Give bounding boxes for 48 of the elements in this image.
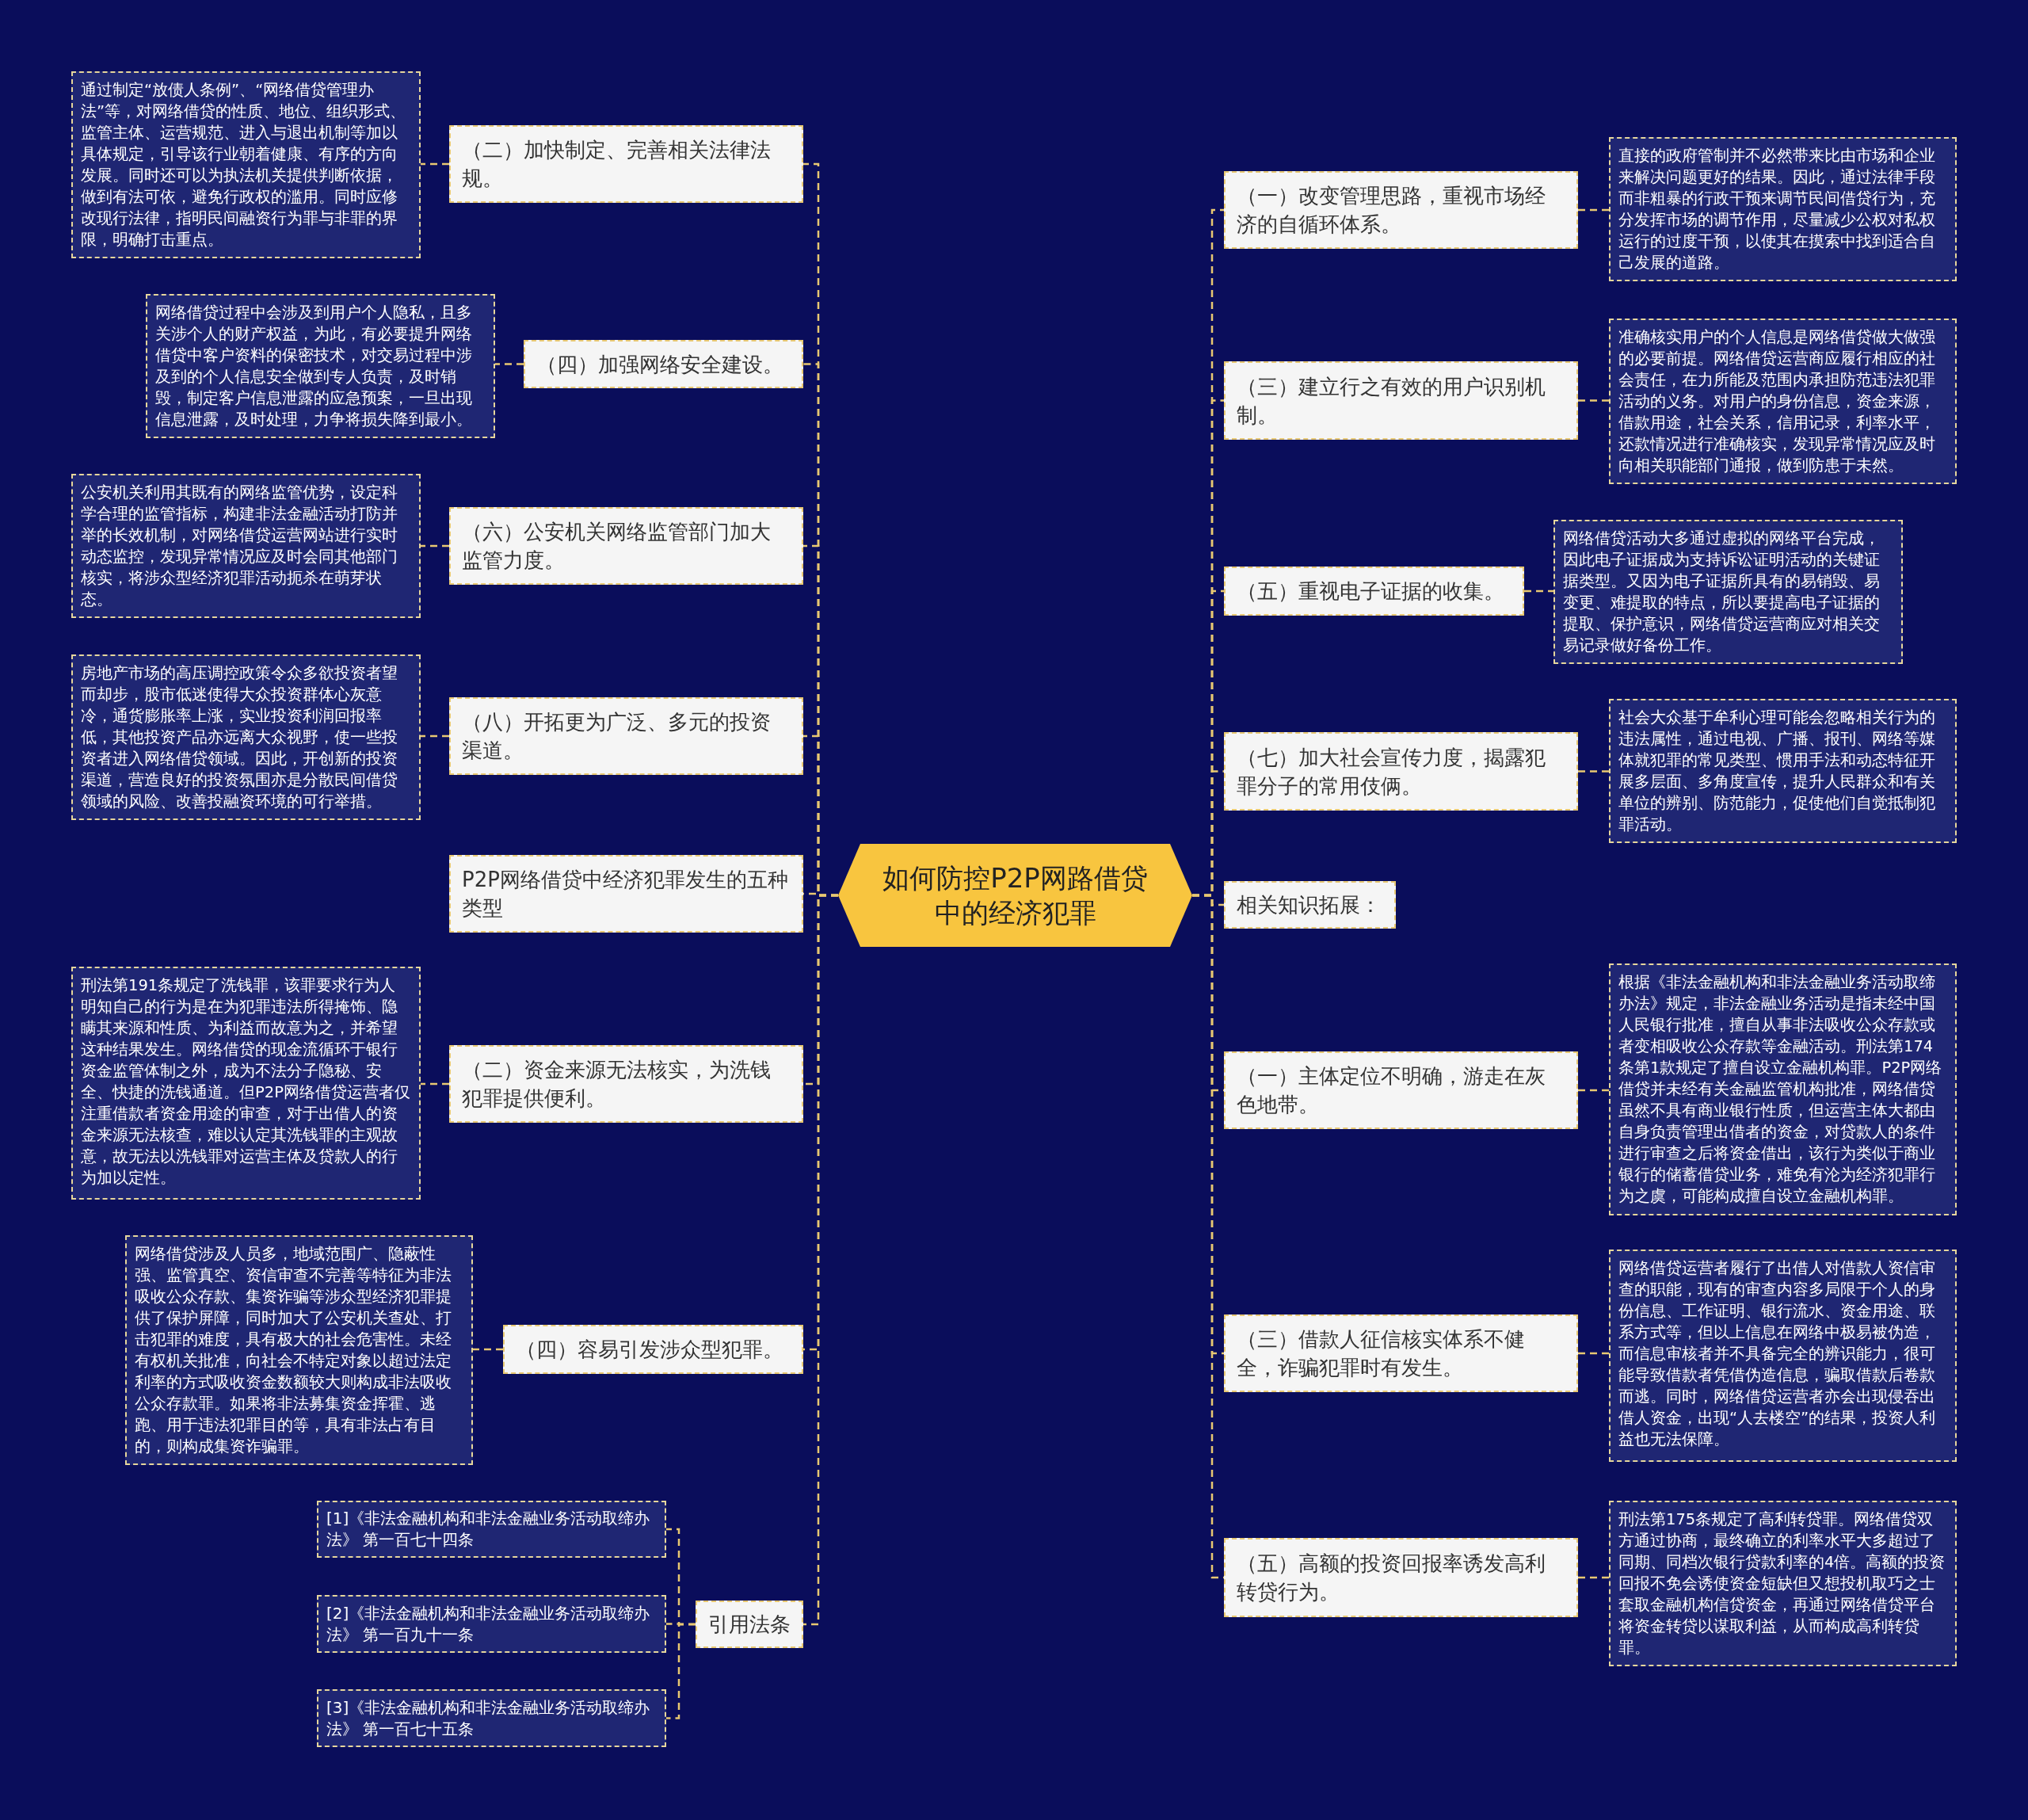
connector-line (803, 894, 838, 1626)
topic-box: P2P网络借贷中经济犯罪发生的五种类型 (449, 855, 803, 933)
topic-box: （二）资金来源无法核实，为洗钱犯罪提供便利。 (449, 1045, 803, 1123)
note-box: 社会大众基于牟利心理可能会忽略相关行为的违法属性，通过电视、广播、报刊、网络等媒体就犯罪的常见类型、惯用手法和动态特征开展多层面、多角度宣传，提升人民群众和有关单位的辨别、防范能力，促使他们自觉抵制犯罪活动。 (1609, 699, 1957, 843)
topic-box: （八）开拓更为广泛、多元的投资渠道。 (449, 697, 803, 775)
connector-line (1578, 208, 1609, 212)
connector-line (1578, 1576, 1609, 1579)
note-box: 网络借贷过程中会涉及到用户个人隐私，且多关涉个人的财产权益，为此，有必要提升网络借贷中客户资料的保密技术，对交易过程中涉及到的个人信息安全做到专人负责，及时销毁，制定客户信息泄露的应急预案，一旦出现信息泄露，及时处理，力争将损失降到最小。 (146, 294, 495, 438)
reference-box: [3]《非法金融机构和非法金融业务活动取缔办法》 第一百七十五条 (317, 1689, 666, 1747)
connector-line (1578, 399, 1609, 402)
topic-box: （五）高额的投资回报率诱发高利转贷行为。 (1224, 1538, 1578, 1617)
note-box: 刑法第175条规定了高利转贷罪。网络借贷双方通过协商，最终确立的利率水平大多超过了同期、同档次银行贷款利率的4倍。高额的投资回报不免会诱使资金短缺但又想投机取巧之士套取金融机构信贷资金，再通过网络借贷平台将资金转贷以谋取利益，从而构成高利转贷罪。 (1609, 1501, 1957, 1666)
connector-line (1578, 1089, 1609, 1092)
connector-line (421, 162, 449, 166)
reference-box: [1]《非法金融机构和非法金融业务活动取缔办法》 第一百七十四条 (317, 1501, 666, 1558)
note-box: 直接的政府管制并不必然带来比由市场和企业来解决问题更好的结果。因此，通过法律手段而非粗暴的行政干预来调节民间借贷行为，充分发挥市场的调节作用，尽量减少公权对私权运行的过度干预，以使其在摸索中找到适合自己发展的道路。 (1609, 137, 1957, 281)
connector-line (421, 544, 449, 548)
topic-box: （六）公安机关网络监管部门加大监管力度。 (449, 507, 803, 585)
topic-box: （四）容易引发涉众型犯罪。 (503, 1325, 803, 1374)
note-box: 准确核实用户的个人信息是网络借贷做大做强的必要前提。网络借贷运营商应履行相应的社会责任，在力所能及范围内承担防范违法犯罪活动的义务。对用户的身份信息，资金来源，借款用途，社会关系，信用记录，利率水平，还款情况进行准确核实，发现异常情况应及时向相关职能部门通报，做到防患于未然。 (1609, 319, 1957, 484)
connector-line (666, 1623, 696, 1719)
topic-box: （三）建立行之有效的用户识别机制。 (1224, 361, 1578, 440)
topic-hexagon: 如何防控P2P网路借贷中的经济犯罪 (838, 844, 1192, 947)
topic-box: （五）重视电子证据的收集。 (1224, 567, 1524, 616)
note-box: 公安机关利用其既有的网络监管优势，设定科学合理的监管指标，构建非法金融活动打防并举的长效机制，对网络借贷运营网站进行实时动态监控，发现异常情况应及时会同其他部门核实，将涉众型经济犯罪活动扼杀在萌芽状态。 (71, 474, 421, 618)
topic-box: （七）加大社会宣传力度，揭露犯罪分子的常用伎俩。 (1224, 732, 1578, 811)
connector-line (421, 1082, 449, 1086)
topic-box: （三）借款人征信核实体系不健全，诈骗犯罪时有发生。 (1224, 1314, 1578, 1392)
connector-line (1578, 1352, 1609, 1355)
note-box: 根据《非法金融机构和非法金融业务活动取缔办法》规定，非法金融业务活动是指未经中国人民银行批准，擅自从事非法吸收公众存款或者变相吸收公众存款等金融活动。刑法第174条第1款规定了擅自设立金融机构罪。P2P网络借贷并未经有关金融监管机构批准，网络借贷虽然不具有商业银行性质，但运营主体大都由自身负责管理出借者的资金，对贷款人的条件进行审查之后将资金借出，该行为类似于商业银行的储蓄借贷业务，难免有沦为经济犯罪行为之虞，可能构成擅自设立金融机构罪。 (1609, 963, 1957, 1215)
note-box: 通过制定“放债人条例”、“网络借贷管理办法”等，对网络借贷的性质、地位、组织形式、监管主体、运营规范、进入与退出机制等加以具体规定，引导该行业朝着健康、有序的方向发展。同时还可以为执法机关提供判断依据，做到有法可依，避免行政权的滥用。同时应修改现行法律，指明民间融资行为罪与非罪的界限，明确打击重点。 (71, 71, 421, 258)
note-box: 网络借贷涉及人员多，地域范围广、隐蔽性强、监管真空、资信审查不完善等特征为非法吸收公众存款、集资诈骗等涉众型经济犯罪提供了保护屏障，同时加大了公安机关查处、打击犯罪的难度，具有极大的社会危害性。未经有权机关批准，向社会不特定对象以超过法定利率的方式吸收资金数额较大则构成非法吸收公众存款罪。如果将非法募集资金挥霍、逃跑、用于违法犯罪目的等，具有非法占有目的，则构成集资诈骗罪。 (125, 1235, 473, 1465)
reference-box: [2]《非法金融机构和非法金融业务活动取缔办法》 第一百九十一条 (317, 1595, 666, 1653)
connector-line (421, 734, 449, 738)
connector-line (1578, 770, 1609, 773)
topic-box: （四）加强网络安全建设。 (524, 340, 803, 388)
note-box: 刑法第191条规定了洗钱罪，该罪要求行为人明知自己的行为是在为犯罪违法所得掩饰、隐瞒其来源和性质、为利益而故意为之，并希望这种结果发生。网络借贷的现金流循环于银行资金监管体制之外，成为不法分子隐秘、安全、快捷的洗钱通道。但P2P网络借贷运营者仅注重借款者资金用途的审查，对于出借人的资金来源无法核查，难以认定其洗钱罪的主观故意，故无法以洗钱罪对运营主体及贷款人的行为加以定性。 (71, 967, 421, 1200)
note-box: 房地产市场的高压调控政策令众多欲投资者望而却步，股市低迷使得大众投资群体心灰意冷，通货膨胀率上涨，实业投资利润回报率低，其他投资产品亦远离大众视野，使一些投资者进入网络借贷领域。因此，开创新的投资渠道，营造良好的投资氛围亦是分散民间借贷领域的风险、改善投融资环境的可行举措。 (71, 654, 421, 820)
topic-box: （一）主体定位不明确，游走在灰色地带。 (1224, 1051, 1578, 1129)
connector-line (473, 1348, 503, 1351)
note-box: 网络借贷活动大多通过虚拟的网络平台完成，因此电子证据成为支持诉讼证明活动的关键证据类型。又因为电子证据所具有的易销毁、易变更、难提取的特点，所以要提高电子证据的提取、保护意识，网络借贷运营商应对相关交易记录做好备份工作。 (1553, 520, 1903, 664)
topic-box: （一）改变管理思路，重视市场经济的自循环体系。 (1224, 171, 1578, 249)
connector-line (1524, 589, 1553, 593)
topic-box: （二）加快制定、完善相关法律法规。 (449, 125, 803, 203)
topic-box: 引用法条 (696, 1601, 803, 1648)
note-box: 网络借贷运营者履行了出借人对借款人资信审查的职能，现有的审查内容多局限于个人的身份信息、工作证明、银行流水、资金用途、联系方式等，但以上信息在网络中极易被伪造，而信息审核者并不具备完全的辨识能力，很可能导致借款者凭借伪造信息，骗取借款后卷款而逃。同时，网络借贷运营者亦会出现侵吞出借人资金，出现“人去楼空”的结果，投资人利益也无法保障。 (1609, 1250, 1957, 1462)
connector-line (495, 363, 524, 365)
topic-box: 相关知识拓展： (1224, 881, 1396, 929)
